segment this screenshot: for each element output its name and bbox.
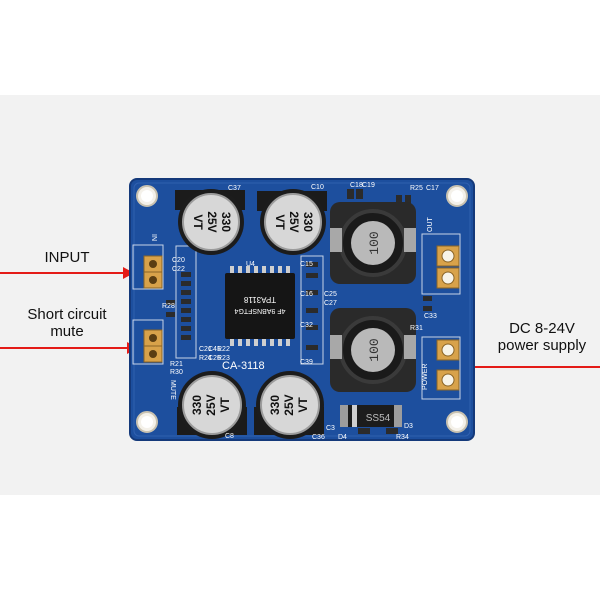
svg-text:25V: 25V — [282, 394, 296, 415]
mute-header — [143, 329, 163, 363]
svg-text:C27: C27 — [324, 300, 337, 307]
svg-text:C41: C41 — [208, 346, 221, 353]
mute-arrow-line — [0, 347, 128, 349]
amplifier-chip: TPA3118 4F 9ABNSFTG4 — [225, 266, 295, 346]
input-header — [143, 255, 163, 289]
svg-text:25V: 25V — [205, 211, 219, 232]
svg-text:C32: C32 — [300, 322, 313, 329]
svg-text:VT: VT — [296, 397, 310, 413]
power-arrow-line — [472, 366, 600, 368]
input-label: INPUT — [44, 249, 90, 266]
svg-text:D3: D3 — [404, 423, 413, 430]
svg-text:SS54: SS54 — [366, 413, 391, 424]
svg-text:C33: C33 — [424, 313, 437, 320]
svg-text:MUTE: MUTE — [169, 380, 176, 400]
svg-text:100: 100 — [367, 231, 382, 254]
svg-text:IN: IN — [150, 234, 157, 241]
svg-text:R23: R23 — [217, 355, 230, 362]
svg-text:C37: C37 — [228, 185, 241, 192]
svg-text:C10: C10 — [311, 184, 324, 191]
short-circuit-mute-label: Short circuit mute — [27, 306, 107, 340]
power-terminals — [436, 339, 460, 391]
capacitor-top-right: 330 25V VT — [257, 189, 327, 255]
svg-text:C18: C18 — [350, 182, 363, 189]
svg-text:C22: C22 — [172, 266, 185, 273]
svg-text:POWER: POWER — [422, 364, 429, 390]
svg-text:100: 100 — [367, 338, 382, 361]
svg-text:R22: R22 — [217, 346, 230, 353]
svg-text:C17: C17 — [426, 185, 439, 192]
silkscreen-labels: C37 C10 C18 C19 R25 C17 C20 C22 U4 C15 C… — [150, 182, 439, 441]
svg-text:C39: C39 — [300, 359, 313, 366]
input-arrow-head — [123, 267, 134, 279]
svg-text:R31: R31 — [410, 325, 423, 332]
svg-text:R28: R28 — [162, 303, 175, 310]
svg-text:C25: C25 — [324, 291, 337, 298]
svg-text:C26: C26 — [208, 355, 221, 362]
svg-text:330: 330 — [268, 395, 282, 415]
svg-text:330: 330 — [190, 395, 204, 415]
svg-text:CA-3118: CA-3118 — [222, 360, 265, 372]
svg-text:C16: C16 — [300, 291, 313, 298]
svg-text:C15: C15 — [300, 261, 313, 268]
svg-text:C8: C8 — [225, 433, 234, 440]
svg-text:25V: 25V — [204, 394, 218, 415]
svg-text:VT: VT — [218, 397, 232, 413]
capacitor-top-left: 330 25V VT — [175, 189, 245, 255]
svg-text:C36: C36 — [312, 434, 325, 441]
svg-text:VT: VT — [191, 214, 205, 230]
svg-text:U4: U4 — [246, 261, 255, 268]
svg-text:R25: R25 — [410, 185, 423, 192]
svg-text:C20: C20 — [172, 257, 185, 264]
input-arrow-line — [0, 272, 124, 274]
inductor-top: 100 — [330, 202, 416, 284]
svg-text:OUT: OUT — [427, 217, 434, 233]
smd-components-right — [306, 189, 432, 434]
svg-text:R30: R30 — [170, 369, 183, 376]
svg-text:25V: 25V — [287, 211, 301, 232]
mounting-holes — [136, 185, 468, 433]
capacitor-bottom-left: 330 25V VT — [177, 371, 247, 439]
dc-power-label: DC 8-24V power supply — [497, 320, 587, 354]
svg-text:C3: C3 — [326, 425, 335, 432]
svg-text:C19: C19 — [362, 182, 375, 189]
inductor-bottom: 100 — [330, 308, 416, 392]
svg-text:R21: R21 — [170, 361, 183, 368]
svg-text:VT: VT — [273, 214, 287, 230]
svg-text:R34: R34 — [396, 434, 409, 441]
smd-components-left — [166, 272, 191, 340]
svg-text:R24: R24 — [199, 355, 212, 362]
svg-text:330: 330 — [219, 212, 233, 232]
capacitor-bottom-right: 330 25V VT — [254, 371, 324, 439]
svg-text:D4: D4 — [338, 434, 347, 441]
svg-text:TPA3118: TPA3118 — [243, 295, 276, 304]
svg-text:330: 330 — [301, 212, 315, 232]
schottky-diode: SS54 — [340, 405, 402, 427]
svg-text:4F 9ABNSFTG4: 4F 9ABNSFTG4 — [234, 307, 285, 314]
svg-text:C21: C21 — [199, 346, 212, 353]
output-terminals — [436, 245, 460, 289]
